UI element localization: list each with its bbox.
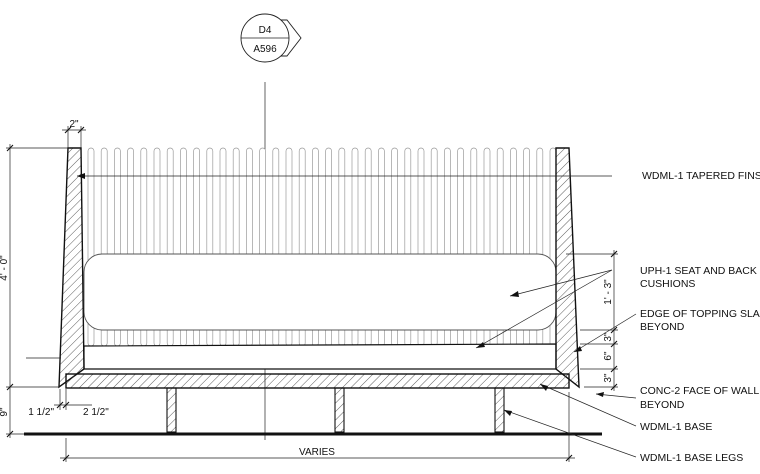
seat-slab bbox=[83, 343, 557, 370]
overall-width-dimension: VARIES bbox=[60, 392, 575, 462]
dim-overall-height: 4' - 0" bbox=[0, 255, 10, 281]
right-dimensions: 1' - 3" 3" 6" 3" bbox=[566, 250, 618, 391]
dim-overall-width: VARIES bbox=[299, 447, 335, 458]
base-leg bbox=[334, 387, 345, 433]
callout-wall-line1: CONC-2 FACE OF WALL bbox=[640, 385, 759, 397]
base-offset-dimensions: 1 1/2" 2 1/2" bbox=[28, 389, 109, 418]
dim-fin-width: 2" bbox=[69, 119, 79, 130]
dim-gap-3b: 3" bbox=[603, 373, 614, 383]
callout-legs-text: WDML-1 BASE LEGS bbox=[640, 452, 743, 464]
callout-slab-line1: EDGE OF TOPPING SLAB bbox=[640, 308, 760, 320]
callout-base-text: WDML-1 BASE bbox=[640, 421, 712, 433]
fin-width-dimension: 2" bbox=[62, 119, 86, 148]
callout-cushions-line2: CUSHIONS bbox=[640, 278, 695, 290]
section-tag: D4 A596 bbox=[240, 13, 302, 63]
callout-base: WDML-1 BASE bbox=[539, 383, 712, 433]
dim-gap-6: 6" bbox=[603, 351, 614, 361]
dim-left-offset-1: 1 1/2" bbox=[28, 407, 54, 418]
right-side-panel bbox=[555, 147, 580, 389]
callout-cushions: UPH-1 SEAT AND BACK CUSHIONS bbox=[475, 265, 757, 349]
callout-fins-text: WDML-1 TAPERED FINS bbox=[642, 170, 760, 182]
callout-wall: CONC-2 FACE OF WALL BEYOND bbox=[595, 385, 759, 411]
base-legs bbox=[166, 387, 505, 433]
callout-fins: WDML-1 TAPERED FINS bbox=[77, 170, 760, 182]
base-leg bbox=[494, 387, 505, 433]
left-side-panel bbox=[58, 147, 85, 389]
section-tag-sheet: A596 bbox=[253, 44, 277, 55]
callout-topping-slab: EDGE OF TOPPING SLAB BEYOND bbox=[573, 308, 760, 353]
dim-cushion-height: 1' - 3" bbox=[603, 279, 614, 305]
callout-slab-line2: BEYOND bbox=[640, 321, 685, 333]
callout-legs: WDML-1 BASE LEGS bbox=[503, 409, 743, 464]
callout-wall-line2: BEYOND bbox=[640, 399, 685, 411]
base bbox=[65, 373, 570, 389]
base-leg bbox=[166, 387, 177, 433]
callout-cushions-line1: UPH-1 SEAT AND BACK bbox=[640, 265, 757, 277]
dim-base-height: 9" bbox=[0, 407, 10, 417]
seat-back-cushions bbox=[83, 253, 557, 331]
dim-left-offset-2: 2 1/2" bbox=[83, 407, 109, 418]
section-tag-number: D4 bbox=[259, 25, 272, 36]
left-dimensions: 4' - 0" 9" bbox=[0, 144, 70, 438]
dim-gap-3a: 3" bbox=[603, 332, 614, 342]
